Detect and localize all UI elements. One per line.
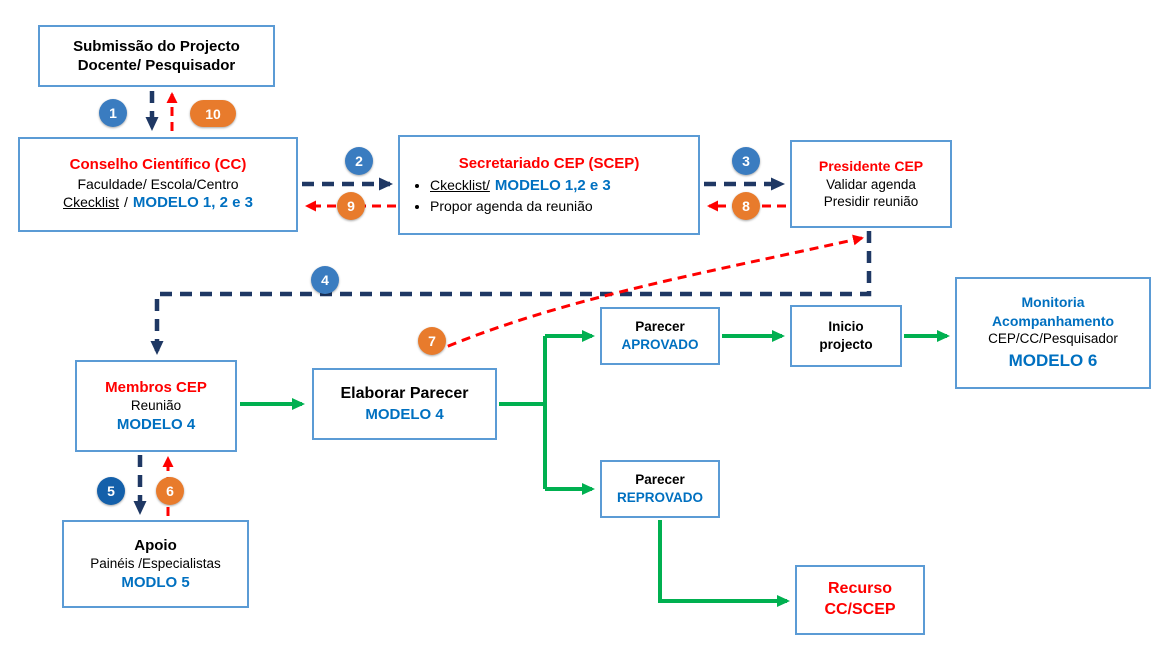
arrow-reprovado-to-recurso [658, 520, 790, 607]
badge-step-9: 9 [337, 192, 365, 220]
recurso-line1: Recurso [827, 580, 893, 598]
box-conselho-cientifico: Conselho Científico (CC) Faculdade/ Esco… [18, 137, 298, 232]
box-parecer-reprovado: Parecer REPROVADO [600, 460, 720, 518]
apoio-title: Apoio [134, 536, 177, 554]
conselho-modelo: MODELO 1, 2 e 3 [132, 193, 253, 211]
submissao-line2: Docente/ Pesquisador [77, 57, 236, 74]
conselho-title: Conselho Científico (CC) [69, 156, 247, 174]
badge-step-7: 7 [418, 327, 446, 355]
apoio-modelo: MODLO 5 [121, 573, 190, 591]
box-submissao-projecto: Submissão do Projecto Docente/ Pesquisad… [38, 25, 275, 87]
badge-step-1: 1 [99, 99, 127, 127]
apoio-line2: Painéis /Especialistas [90, 556, 221, 572]
parecer-reprovado-line1: Parecer [635, 472, 685, 488]
secretariado-title: Secretariado CEP (SCEP) [458, 154, 640, 172]
elaborar-title: Elaborar Parecer [340, 384, 469, 402]
box-secretariado-cep: Secretariado CEP (SCEP) Ckecklist/MODELO… [398, 135, 700, 235]
conselho-checklist-line: Ckecklist/MODELO 1, 2 e 3 [63, 193, 253, 214]
box-membros-cep: Membros CEP Reunião MODELO 4 [75, 360, 237, 452]
arrow-elaborar-split [499, 330, 595, 495]
secretariado-checklist-text: Ckecklist/ [430, 177, 490, 194]
badge-step-8: 8 [732, 192, 760, 220]
box-recurso: Recurso CC/SCEP [795, 565, 925, 635]
membros-title: Membros CEP [105, 378, 207, 396]
presidente-line2: Validar agenda [826, 176, 916, 192]
secretariado-modelo: MODELO 1,2 e 3 [494, 177, 611, 195]
presidente-line3: Presidir reunião [823, 194, 919, 210]
inicio-line1: Inicio [828, 319, 864, 335]
inicio-line2: projecto [819, 337, 873, 352]
membros-modelo: MODELO 4 [116, 415, 196, 433]
recurso-line2: CC/SCEP [824, 601, 896, 618]
elaborar-modelo: MODELO 4 [365, 405, 444, 423]
box-elaborar-parecer: Elaborar Parecer MODELO 4 [312, 368, 497, 440]
box-presidente-cep: Presidente CEP Validar agenda Presidir r… [790, 140, 952, 228]
conselho-checklist-text: Ckecklist [63, 193, 120, 210]
secretariado-bullet-checklist: Ckecklist/MODELO 1,2 e 3 [430, 176, 694, 196]
box-inicio-projecto: Inicio projecto [790, 305, 902, 367]
monitoria-line2: CEP/CC/Pesquisador [988, 330, 1118, 346]
parecer-aprovado-line1: Parecer [635, 319, 685, 335]
secretariado-agenda-text: Propor agenda da reunião [430, 197, 593, 214]
arrow-step7-elaborar-to-presidente [433, 234, 864, 354]
arrow-step4-presidente-to-membros [150, 231, 872, 355]
badge-step-5: 5 [97, 477, 125, 505]
conselho-separator: / [124, 193, 128, 210]
monitoria-modelo: MODELO 6 [1008, 351, 1098, 371]
badge-step-10: 10 [190, 100, 236, 127]
membros-line2: Reunião [130, 398, 182, 414]
badge-step-2: 2 [345, 147, 373, 175]
submissao-line1: Submissão do Projecto [73, 37, 240, 55]
monitoria-title: Monitoria Acompanhamento [991, 294, 1115, 329]
presidente-title: Presidente CEP [818, 158, 924, 175]
parecer-reprovado-line2: REPROVADO [616, 490, 703, 505]
parecer-aprovado-line2: APROVADO [621, 337, 699, 352]
secretariado-bullet-agenda: Propor agenda da reunião [430, 197, 694, 215]
box-monitoria: Monitoria Acompanhamento CEP/CC/Pesquisa… [955, 277, 1151, 389]
badge-step-4: 4 [311, 266, 339, 294]
badge-step-3: 3 [732, 147, 760, 175]
secretariado-bullet-list: Ckecklist/MODELO 1,2 e 3 Propor agenda d… [430, 175, 694, 216]
box-parecer-aprovado: Parecer APROVADO [600, 307, 720, 365]
box-apoio: Apoio Painéis /Especialistas MODLO 5 [62, 520, 249, 608]
badge-step-6: 6 [156, 477, 184, 505]
conselho-subtitle: Faculdade/ Escola/Centro [77, 175, 239, 192]
